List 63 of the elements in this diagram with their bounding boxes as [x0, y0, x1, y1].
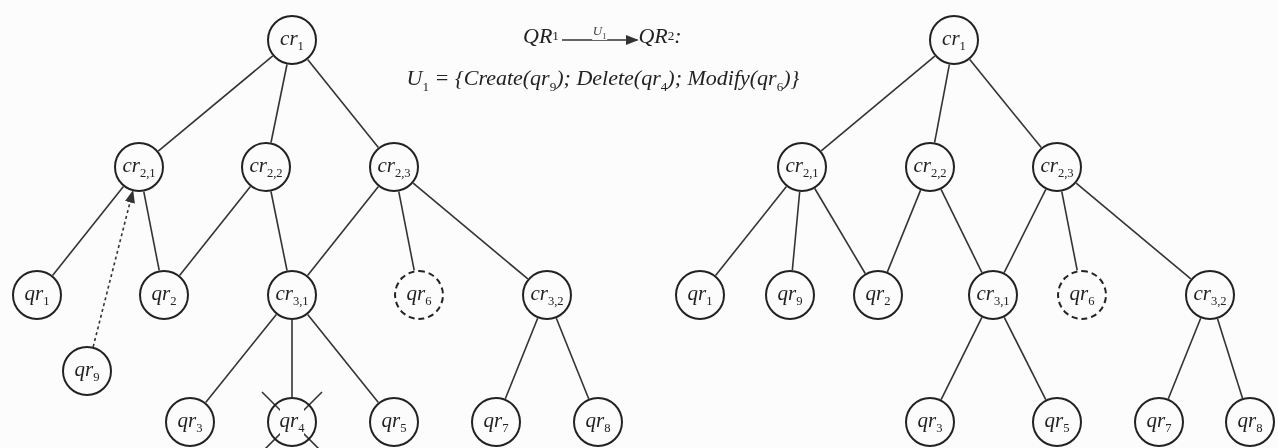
circle-node: qr$_{8}$	[573, 397, 623, 447]
tree-edge	[968, 58, 1043, 149]
tree-edge	[306, 313, 380, 404]
circle-node: qr$_{9}$	[765, 270, 815, 320]
circle-node: cr$_{2,2}$	[905, 142, 955, 192]
crossed-out-circle-node: qr$_{4}$	[267, 397, 317, 447]
circle-node: cr$_{2,3}$	[1032, 142, 1082, 192]
circle-node: cr$_{1}$	[929, 15, 979, 65]
circle-node: qr$_{1}$	[12, 270, 62, 320]
dashed-circle-node: qr$_{6}$	[394, 270, 444, 320]
tree-edge	[714, 185, 788, 277]
tree-edge	[933, 63, 951, 144]
circle-node: cr$_{3,1}$	[968, 270, 1018, 320]
tree-edge	[555, 317, 590, 400]
tree-edge	[504, 317, 539, 400]
circle-node: cr$_{3,2}$	[522, 270, 572, 320]
tree-edge	[1075, 182, 1192, 280]
tree-edge	[398, 190, 415, 272]
update-set-formula: U$_{1}$ = {Create(qr$_{9}$); Delete(qr$_{4}$); Modify(qr$_{6}$)}	[406, 65, 800, 95]
circle-node: qr$_{2}$	[139, 270, 189, 320]
circle-node: qr$_{5}$	[369, 397, 419, 447]
circle-node: qr$_{8}$	[1225, 397, 1275, 447]
dotted-arrow	[92, 190, 135, 348]
tree-edge	[270, 63, 288, 144]
tree-edge	[1003, 188, 1047, 274]
circle-node: qr$_{5}$	[1032, 397, 1082, 447]
tree-edge	[886, 189, 922, 273]
tree-edge	[1216, 318, 1244, 399]
circle-node: cr$_{2,2}$	[241, 142, 291, 192]
arrow	[561, 34, 639, 46]
circle-node: qr$_{7}$	[471, 397, 521, 447]
tree-edge	[940, 188, 983, 274]
tree-edge	[178, 185, 252, 277]
circle-node: qr$_{7}$	[1134, 397, 1184, 447]
circle-node: qr$_{1}$	[675, 270, 725, 320]
tree-edge	[270, 190, 288, 272]
circle-node: cr$_{2,1}$	[777, 142, 827, 192]
tree-edge	[412, 182, 529, 280]
dashed-circle-node: qr$_{6}$	[1057, 270, 1107, 320]
tree-edge	[1167, 317, 1202, 400]
circle-node: cr$_{2,3}$	[369, 142, 419, 192]
tree-edge	[143, 190, 160, 272]
tree-edge	[51, 185, 125, 277]
circle-node: cr$_{2,1}$	[114, 142, 164, 192]
tree-edge	[820, 55, 936, 152]
circle-node: cr$_{1}$	[267, 15, 317, 65]
circle-node: qr$_{3}$	[905, 397, 955, 447]
tree-edge	[204, 313, 278, 404]
circle-node: qr$_{9}$	[62, 346, 112, 396]
circle-node: qr$_{2}$	[853, 270, 903, 320]
tree-edge	[791, 191, 801, 271]
tree-edge	[1003, 316, 1047, 401]
tree-edge	[813, 187, 867, 275]
circle-node: cr$_{3,1}$	[267, 270, 317, 320]
circle-node: qr$_{3}$	[165, 397, 215, 447]
circle-node: cr$_{3,2}$	[1185, 270, 1235, 320]
tree-edge	[1061, 190, 1078, 272]
tree-edge	[306, 185, 380, 277]
tree-edge	[157, 55, 274, 152]
tree-edge	[940, 316, 983, 401]
tree-edge	[291, 319, 293, 398]
tree-edge	[306, 58, 380, 149]
edge-label: U$_{1}$	[591, 24, 608, 41]
